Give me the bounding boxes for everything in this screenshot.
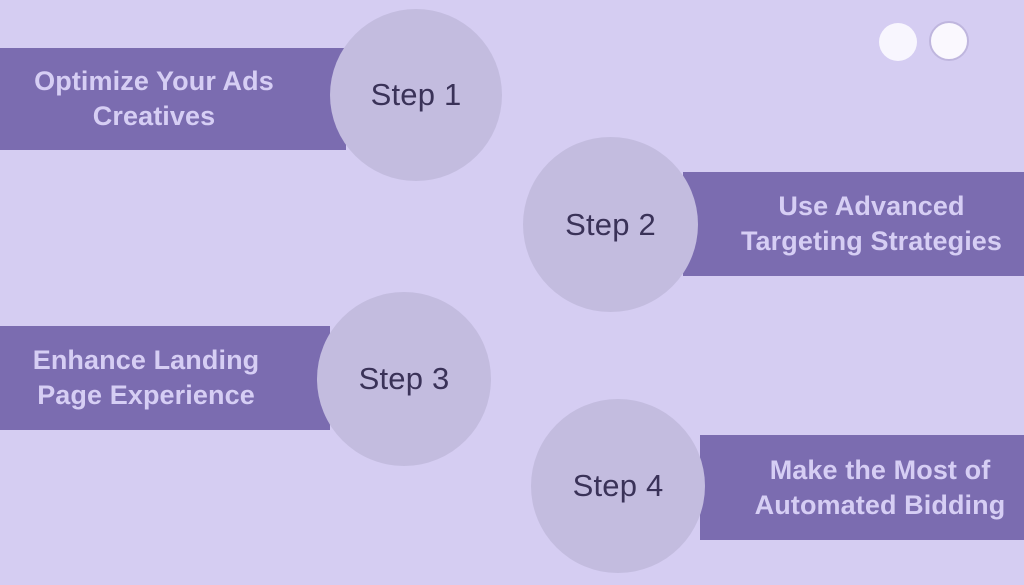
step-2-number: Step 2 [565,206,656,242]
step-1-number: Step 1 [370,77,462,112]
step-4-title: Make the Most of Automated Bidding [754,454,1006,520]
step-1-circle[interactable]: Step 1 [330,9,502,181]
step-2-title: Use Advanced Targeting Strategies [740,191,1003,256]
step-2-bar[interactable]: Use Advanced Targeting Strategies [683,172,1024,276]
step-3-title: Enhance Landing Page Experience [32,345,260,410]
step-1-bar[interactable]: Optimize Your Ads Creatives [0,48,346,150]
outline-dot-icon [929,21,969,61]
step-4-circle[interactable]: Step 4 [531,399,705,573]
step-3-circle[interactable]: Step 3 [317,292,491,466]
step-1-title: Optimize Your Ads Creatives [34,66,274,131]
step-3-number: Step 3 [358,361,450,396]
step-4-number: Step 4 [572,468,664,503]
step-2-circle[interactable]: Step 2 [523,137,698,312]
filled-dot-icon [879,23,917,61]
step-3-bar[interactable]: Enhance Landing Page Experience [0,326,330,430]
step-4-bar[interactable]: Make the Most of Automated Bidding [700,435,1024,540]
